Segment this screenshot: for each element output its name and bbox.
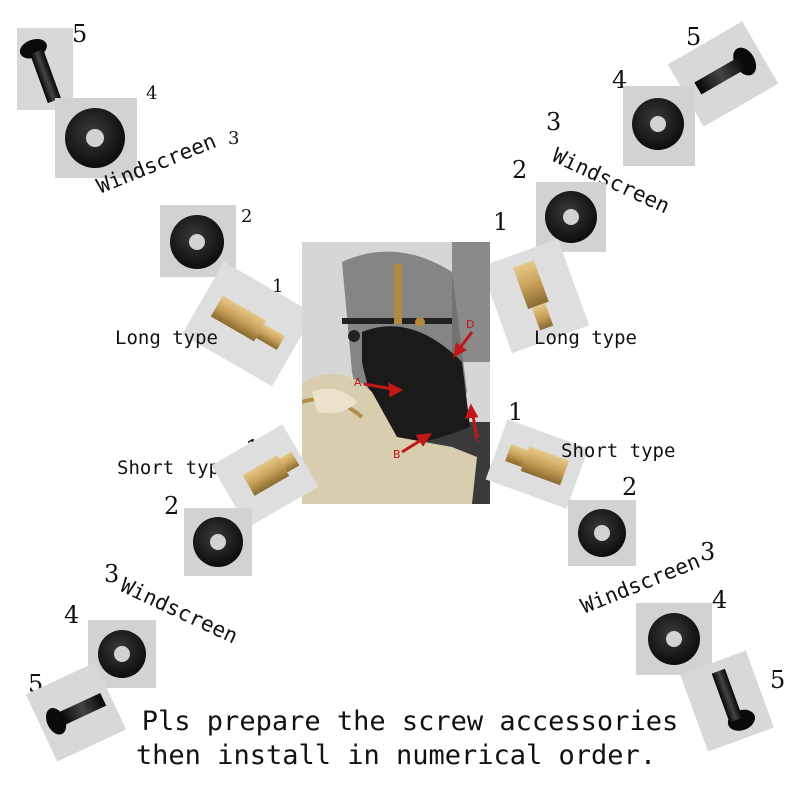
step-number-3: 3	[104, 560, 120, 588]
step-number-3: 3	[228, 128, 240, 149]
step-number-5: 5	[72, 20, 88, 48]
bolt-photo	[667, 21, 779, 127]
marker-d-label: D	[466, 318, 475, 331]
step-number-1: 1	[508, 398, 524, 426]
short-type-label: Short type	[117, 457, 232, 479]
marker-c-label: C	[474, 432, 482, 445]
bolt-photo	[680, 650, 774, 752]
marker-a-label: A	[354, 376, 362, 389]
brass-standoff-photo	[485, 419, 589, 509]
motorcycle-windscreen-photo: A B C D	[302, 242, 490, 504]
step-number-2: 2	[622, 473, 638, 501]
bolt-photo	[17, 28, 73, 110]
washer-photo	[568, 500, 636, 566]
step-number-3: 3	[546, 108, 562, 136]
step-number-4: 4	[64, 601, 80, 629]
washer-photo	[536, 182, 606, 252]
long-type-label: Long type	[534, 327, 637, 349]
step-number-4: 4	[712, 586, 728, 614]
marker-b-label: B	[393, 448, 401, 461]
step-number-1: 1	[272, 276, 284, 297]
step-number-5: 5	[770, 666, 786, 694]
step-number-1: 1	[493, 208, 509, 236]
marker-arrows	[363, 331, 479, 454]
long-type-label: Long type	[115, 327, 218, 349]
washer-photo	[55, 98, 137, 178]
step-number-2: 2	[512, 156, 528, 184]
brass-standoff-photo	[181, 261, 315, 387]
washer-photo	[184, 508, 252, 576]
short-type-label: Short type	[561, 440, 676, 462]
step-number-5: 5	[686, 23, 702, 51]
washer-photo	[623, 86, 695, 166]
step-number-2: 2	[241, 206, 253, 227]
bolt-photo	[25, 662, 127, 762]
step-number-2: 2	[164, 492, 180, 520]
instruction-line-2: then install in numerical order.	[135, 740, 657, 771]
step-number-3: 3	[700, 538, 716, 566]
washer-photo	[636, 603, 712, 675]
step-number-4: 4	[146, 83, 158, 104]
instruction-line-1: Pls prepare the screw accessories	[141, 706, 679, 737]
brass-standoff-photo	[211, 424, 319, 528]
brass-standoff-photo	[480, 238, 590, 354]
